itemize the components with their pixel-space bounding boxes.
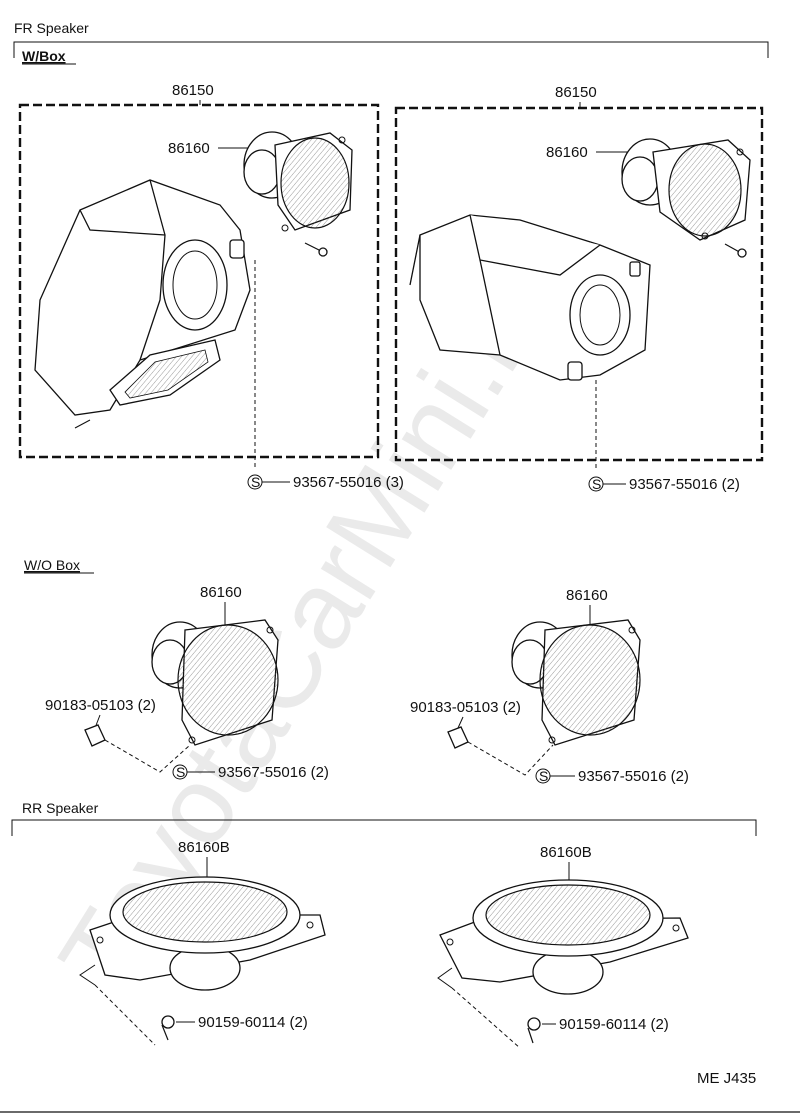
speaker-oval-rr-left bbox=[79, 876, 326, 991]
bolt-rr-left bbox=[161, 1015, 175, 1041]
fr-speaker-bracket bbox=[13, 41, 769, 58]
speaker-oval-rr-right bbox=[437, 879, 689, 995]
clip-nut-wo-right bbox=[447, 726, 469, 749]
part-number-86150-right: 86150 bbox=[555, 84, 597, 101]
speaker-enclosure-right bbox=[409, 214, 651, 381]
speaker-unit-box-right bbox=[621, 138, 751, 241]
dashed-leader-rr-left bbox=[94, 984, 156, 1046]
rr-speaker-bracket bbox=[11, 819, 757, 836]
screw-box-left bbox=[304, 242, 328, 257]
part-number-86160-wo-right: 86160 bbox=[566, 587, 608, 604]
screw-symbol-letter-wo-left: S bbox=[176, 764, 185, 780]
wo-box-left-group: 86160 90183-05103 (2) S 93567-55016 (2) bbox=[45, 584, 329, 781]
part-number-90183-wo-right: 90183-05103 (2) bbox=[410, 699, 521, 716]
part-number-86150-left: 86150 bbox=[172, 82, 214, 99]
part-number-86160b-right: 86160B bbox=[540, 844, 592, 861]
leader-90183-wo-right bbox=[457, 716, 464, 729]
speaker-unit-wo-right bbox=[511, 619, 641, 746]
part-number-93567-box-right: 93567-55016 (2) bbox=[629, 476, 740, 493]
w-box-left-group: 86150 86160 bbox=[18, 82, 404, 491]
screw-symbol-letter-wo-right: S bbox=[539, 768, 548, 784]
rr-right-group: 86160B 90159-60114 (2) bbox=[437, 844, 689, 1049]
speaker-unit-wo-left bbox=[151, 619, 279, 746]
part-number-93567-wo-left: 93567-55016 (2) bbox=[218, 764, 329, 781]
rr-left-group: 86160B 90159-60114 (2) bbox=[79, 839, 326, 1046]
part-number-86160-wo-left: 86160 bbox=[200, 584, 242, 601]
dashed-leader-rr-right bbox=[451, 987, 521, 1049]
subsection-title-wo-box: W/O Box bbox=[24, 557, 80, 573]
part-number-86160b-left: 86160B bbox=[178, 839, 230, 856]
section-title-rr-speaker: RR Speaker bbox=[22, 800, 99, 816]
speaker-enclosure-left bbox=[34, 179, 251, 429]
part-number-86160-box-right: 86160 bbox=[546, 144, 588, 161]
wo-box-right-group: 86160 90183-05103 (2) S 93567-55016 (2) bbox=[410, 587, 689, 785]
subsection-title-w-box: W/Box bbox=[22, 48, 66, 64]
part-number-93567-wo-right: 93567-55016 (2) bbox=[578, 768, 689, 785]
part-number-90183-wo-left: 90183-05103 (2) bbox=[45, 697, 156, 714]
part-number-86160-box-left: 86160 bbox=[168, 140, 210, 157]
section-title-fr-speaker: FR Speaker bbox=[14, 20, 89, 36]
screw-symbol-letter-box-right: S bbox=[592, 476, 601, 492]
diagram-code: ME J435 bbox=[697, 1070, 756, 1087]
part-number-90159-right: 90159-60114 (2) bbox=[559, 1016, 669, 1033]
part-number-93567-box-left: 93567-55016 (3) bbox=[293, 474, 404, 491]
screw-box-right bbox=[724, 243, 747, 258]
dashed-leader-wo-left bbox=[104, 739, 191, 773]
screw-symbol-letter-box-left: S bbox=[251, 474, 260, 490]
bolt-rr-right bbox=[527, 1017, 541, 1044]
assembly-box-86150-right bbox=[394, 106, 764, 462]
part-number-90159-left: 90159-60114 (2) bbox=[198, 1014, 308, 1031]
w-box-right-group: 86150 86160 S bbox=[394, 84, 764, 493]
dashed-leader-wo-right bbox=[467, 741, 554, 776]
clip-nut-wo-left bbox=[84, 724, 106, 747]
speaker-unit-box-left bbox=[243, 131, 353, 232]
assembly-box-86150-left bbox=[18, 103, 380, 459]
